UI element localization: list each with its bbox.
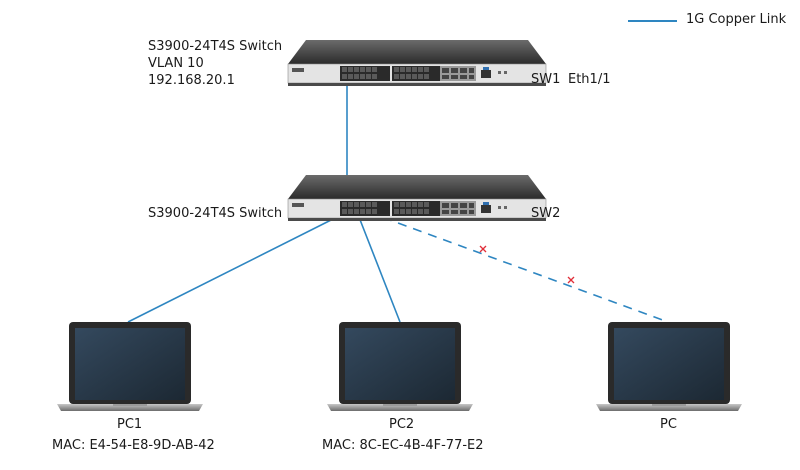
sw2-model-label: S3900-24T4S Switch [148, 206, 283, 221]
sw1-model-label: S3900-24T4S Switch [148, 39, 283, 54]
sw2-name-label: SW2 [531, 206, 561, 221]
link-sw2-pc2 [356, 211, 401, 323]
sw1-port-label: Eth1/1 [568, 72, 611, 87]
laptop-pc1 [57, 322, 203, 411]
link-sw2-pc1 [127, 211, 348, 323]
pc2-name-label: PC2 [389, 417, 415, 432]
sw1-ip-label: 192.168.20.1 [148, 73, 235, 88]
pc-name-label: PC [660, 417, 677, 432]
blocked-mark-2 [567, 276, 575, 284]
pc2-mac-label: MAC: 8C-EC-4B-4F-77-E2 [322, 438, 484, 453]
sw1-vlan-label: VLAN 10 [148, 56, 204, 71]
pc1-mac-label: MAC: E4-54-E8-9D-AB-42 [52, 438, 215, 453]
pc1-name-label: PC1 [117, 417, 143, 432]
legend-swatch [628, 20, 677, 22]
switch-sw2 [287, 174, 547, 222]
legend-label: 1G Copper Link [686, 12, 787, 27]
blocked-mark-1 [479, 245, 487, 253]
laptop-pc2 [327, 322, 473, 411]
sw1-name-label: SW1 [531, 72, 561, 87]
link-sw2-pc-blocked [367, 211, 669, 323]
laptop-pc [596, 322, 742, 411]
switch-sw1 [287, 39, 547, 87]
